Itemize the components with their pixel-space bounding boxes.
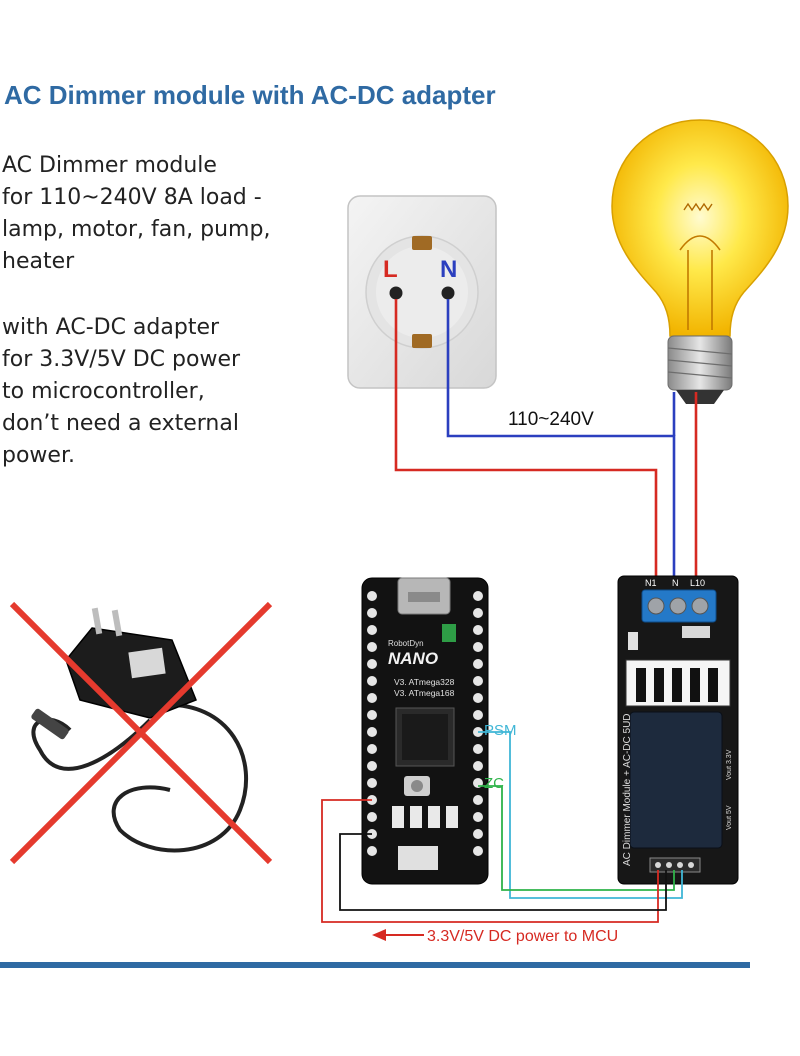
description-line: with AC-DC adapter bbox=[2, 315, 220, 340]
description-adapter: with AC-DC adapter for 3.3V/5V DC power … bbox=[2, 312, 240, 472]
psm-wire bbox=[478, 731, 683, 899]
description-line: heater bbox=[2, 249, 75, 274]
vout-label: Vout 5V bbox=[726, 805, 733, 830]
dc-plug bbox=[31, 708, 69, 740]
nano-board: RobotDyn NANO V3. ATmega328 V3. ATmega16… bbox=[361, 577, 489, 885]
adapter-body bbox=[65, 627, 197, 719]
signal-wiring: PSM ZC 3.3V/5V DC power to MCU bbox=[321, 722, 683, 945]
nano-header-pins-left bbox=[367, 591, 377, 856]
external-adapter-crossed bbox=[9, 601, 273, 865]
power-label: 3.3V/5V DC power to MCU bbox=[427, 928, 618, 945]
nano-header-pins-right bbox=[473, 591, 483, 856]
nano-model: NANO bbox=[388, 649, 438, 668]
description-line: to microcontroller, bbox=[2, 379, 205, 404]
description-dimmer: AC Dimmer module for 110~240V 8A load - … bbox=[2, 150, 270, 278]
acdc-converter bbox=[629, 711, 723, 849]
ground-clip-bottom bbox=[412, 334, 432, 348]
bottom-divider bbox=[0, 962, 750, 968]
wall-socket: L N bbox=[347, 195, 497, 389]
dimmer-vertical-label: AC Dimmer Module + AC-DC 5UD bbox=[622, 713, 633, 866]
terminal-label: N bbox=[672, 578, 679, 588]
description-line: for 110~240V 8A load - bbox=[2, 185, 262, 210]
nano-chip-line1: V3. ATmega328 bbox=[394, 677, 455, 687]
neutral-pin-hole bbox=[441, 286, 455, 300]
description-line: don’t need a external bbox=[2, 411, 239, 436]
page-title: AC Dimmer module with AC-DC adapter bbox=[4, 80, 496, 110]
zc-label: ZC bbox=[484, 775, 504, 792]
gnd-wire bbox=[339, 833, 667, 911]
live-wire bbox=[394, 299, 658, 578]
live-pin-hole bbox=[389, 286, 403, 300]
vcc-wire bbox=[321, 799, 659, 923]
signal-header bbox=[649, 857, 701, 873]
power-arrow-head bbox=[372, 929, 386, 941]
nano-brand: RobotDyn bbox=[388, 639, 424, 648]
dimmer-module: N1 N L10 AC Dimmer Module + AC-DC 5UD Vo… bbox=[617, 575, 739, 885]
voltage-label: 110~240V bbox=[508, 409, 594, 430]
live-label: L bbox=[383, 256, 398, 283]
light-bulb bbox=[611, 119, 789, 404]
ac-wiring: 110~240V bbox=[394, 299, 698, 578]
terminal-label: L10 bbox=[690, 578, 705, 588]
description-line: for 3.3V/5V DC power bbox=[2, 347, 241, 372]
dimmer-terminal-labels: N1 N L10 bbox=[645, 578, 705, 588]
ground-clip-top bbox=[412, 236, 432, 250]
zc-wire bbox=[478, 785, 675, 891]
terminal-label: N1 bbox=[645, 578, 657, 588]
description-line: power. bbox=[2, 443, 75, 468]
nano-chip-line2: V3. ATmega168 bbox=[394, 688, 455, 698]
vout-label: Vout 3.3V bbox=[726, 749, 733, 780]
psm-label: PSM bbox=[484, 722, 517, 739]
neutral-label: N bbox=[440, 256, 457, 283]
description-line: AC Dimmer module bbox=[2, 153, 217, 178]
neutral-wire bbox=[446, 299, 676, 578]
description-line: lamp, motor, fan, pump, bbox=[2, 217, 271, 242]
cross-line bbox=[9, 601, 273, 865]
